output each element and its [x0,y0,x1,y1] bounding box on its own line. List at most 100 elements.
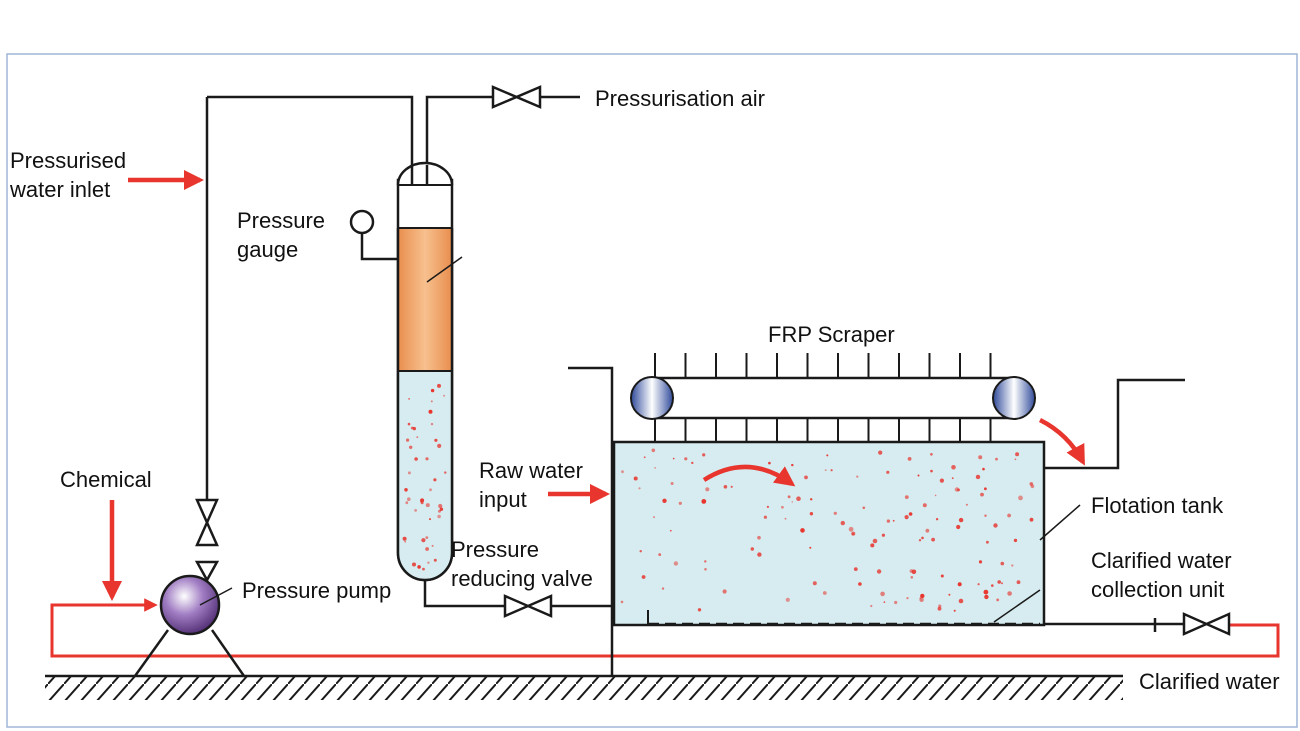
bubble [1029,517,1034,522]
bubble [705,487,710,492]
bubble [785,597,790,602]
bubble [722,589,727,594]
bubble [408,398,410,400]
bubble [704,568,707,571]
bubble [438,503,443,509]
bubble [701,499,707,504]
scraper-roller-left [630,376,674,420]
bubble [406,438,410,442]
bubble [986,540,989,544]
bubble [750,547,754,551]
bubble [412,562,416,567]
outlet-valve-icon [1182,612,1231,636]
bubble [975,474,981,480]
bubble [958,517,964,523]
label-clarified-water-collection-1: Clarified water [1091,548,1232,573]
bubble [672,457,675,460]
bubble [1015,452,1020,457]
bubble [853,567,858,571]
bubble [954,487,960,492]
label-pressure-pump: Pressure pump [242,578,392,603]
collection-unit-leader [993,589,1041,623]
bubble [997,580,1001,584]
bubble [643,456,646,459]
bubble [856,475,859,478]
bubble [673,561,679,566]
bubble [939,478,945,483]
label-pressure-reducing-valve-1: Pressure [451,537,540,562]
bubble [919,597,924,602]
scraper-teeth [654,353,992,442]
column-bubbles [402,383,447,571]
bubble [809,546,812,549]
bubble [654,467,656,469]
bubble [434,438,438,442]
bubble [958,598,964,604]
bubble [757,552,762,557]
bubble [892,519,895,522]
bubble [420,500,422,503]
bubble [1018,495,1023,501]
bubble [407,422,411,426]
bubble [983,589,989,595]
bubble [804,475,808,480]
label-pressurisation-air: Pressurisation air [595,86,765,111]
bubble [984,487,987,491]
bubble [862,506,866,510]
bubble [766,505,770,508]
label-flotation-tank: Flotation tank [1091,493,1224,518]
bubble [920,593,925,599]
bubble [921,536,924,540]
bubble [822,591,827,595]
bubble [978,455,983,460]
bubble [1000,561,1005,566]
bubble [833,511,837,515]
bubble [678,501,682,505]
label-pressure-gauge-1: Pressure [237,208,326,233]
label-pressure-gauge-2: gauge [237,237,299,262]
bubble [412,426,416,431]
bubble [653,516,655,519]
ground-hatch [45,674,1123,700]
bubble [430,388,435,393]
bubble [784,517,787,520]
bubble [633,476,638,481]
bubble [940,574,944,578]
bubble [723,485,728,489]
bubble [918,539,922,542]
inlet-check-valve-icon [194,498,220,583]
bubble [886,519,891,523]
bubble [930,469,933,473]
bubble [425,547,429,551]
label-clarified-water: Clarified water [1139,669,1280,694]
bubble [430,422,434,426]
bubble [894,600,898,605]
bubble [429,488,432,492]
bubble [638,487,641,490]
bubble [757,535,761,540]
bubble [824,469,827,471]
bubble [904,515,909,520]
bubble [810,498,813,501]
bubble [409,445,413,449]
bubble [791,463,794,467]
bubble [425,536,429,539]
bubble [621,470,624,474]
bubble [880,591,885,597]
bubble [907,457,912,461]
bubble [429,518,431,521]
bubble [909,569,914,573]
bubble [991,584,994,587]
bubble [809,512,814,516]
label-pressure-reducing-valve-2: reducing valve [451,566,593,591]
bubble [830,469,833,472]
bubble [870,604,873,608]
label-pressurised-water-inlet-1: Pressurised [10,148,127,173]
bubble [407,471,411,475]
bubble [851,531,856,536]
bubble [437,383,441,388]
tank-flow-arrow [702,464,796,487]
scraper-overflow-arrow [1038,417,1085,466]
bubble [910,576,914,579]
bubble [980,492,984,497]
